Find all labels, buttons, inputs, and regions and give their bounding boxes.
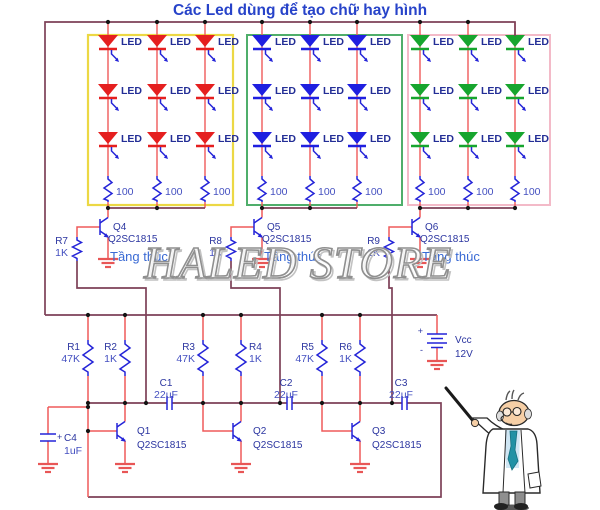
resistor-value: 1K: [367, 247, 380, 259]
led-group-green-box: [407, 34, 551, 206]
stage-label: Tầng thúc: [422, 249, 480, 264]
battery-minus: -: [420, 345, 423, 355]
transistor-part: Q2SC1815: [420, 234, 470, 245]
transistor-ref: Q2: [253, 426, 267, 437]
wire: [87, 315, 361, 497]
resistor-ref: R9: [367, 236, 380, 247]
driver-base-routes: [76, 261, 393, 403]
led-group-blue: [246, 22, 403, 208]
mascot-hair-side: [496, 410, 504, 422]
oscillator-node-rows: [88, 402, 442, 498]
battery-plus: +: [418, 326, 423, 336]
glasses-icon: [512, 406, 522, 417]
resistor-ref: R8: [209, 236, 222, 247]
mascot-face-lines: [500, 415, 513, 425]
watermark-text: HALED STORE: [143, 237, 452, 288]
led-group-green: [407, 22, 551, 208]
pointer-stick-icon: [444, 386, 476, 424]
resistor-ref: R1: [67, 342, 80, 353]
resistor-value: 1K: [209, 247, 222, 259]
transistor-ref: Q1: [137, 426, 151, 437]
capacitor-value: 22uF: [274, 389, 298, 401]
capacitor-value: 22uF: [389, 389, 413, 401]
power-supply: + - Vcc 12V: [418, 315, 473, 371]
capacitor-c4: + C4 1uF: [36, 406, 88, 474]
oscillator: R1 47K R2 1K R3 47K R4 1K R5 47K R6 1K Q…: [36, 315, 422, 497]
resistor-ref: R4: [249, 342, 262, 353]
capacitor-ref: C3: [395, 378, 408, 389]
resistor-ref: R7: [55, 236, 68, 247]
transistor-part: Q2SC1815: [262, 234, 312, 245]
resistor-ref: R2: [104, 342, 117, 353]
transistor-part: Q2SC1815: [372, 440, 422, 451]
capacitor-ref: C2: [280, 378, 293, 389]
junction-dots: [85, 19, 518, 434]
led-group-red: [86, 22, 239, 208]
stage-label: Tầng thúc: [264, 249, 322, 264]
mascot-coat-lines: [502, 429, 526, 494]
vcc-label: Vcc: [455, 335, 472, 346]
capacitor-value: 1uF: [64, 445, 82, 457]
resistor-value: 47K: [295, 353, 314, 365]
driver-stage-3: Q6 Q2SC1815 R9 1K Tầng thúc: [367, 208, 480, 269]
battery-icon: [427, 333, 447, 349]
wire: [47, 406, 88, 463]
driver-stage-1: Q4 Q2SC1815 R7 1K Tầng thúc: [55, 208, 168, 269]
resistor-value: 1K: [339, 353, 352, 365]
capacitor-ref: C4: [64, 433, 77, 444]
vcc-voltage: 12V: [455, 349, 473, 360]
transistor-ref: Q5: [267, 222, 281, 233]
capacitor-value: 22uF: [154, 389, 178, 401]
capacitor-icon: [40, 433, 56, 442]
resistor-ref: R6: [339, 342, 352, 353]
mascot-hand: [470, 418, 480, 428]
transistor-part: Q2SC1815: [137, 440, 187, 451]
transistor-part: Q2SC1815: [108, 234, 158, 245]
resistor-value: 1K: [104, 353, 117, 365]
mascot-shoe: [514, 503, 528, 510]
watermark: HALED STORE HALED STORE: [142, 236, 454, 291]
transistor-ref: Q4: [113, 222, 127, 233]
resistor-value: 47K: [176, 353, 195, 365]
polarity-plus: +: [57, 432, 62, 442]
transistor-ref: Q3: [372, 426, 386, 437]
mascot-hair-side: [524, 408, 532, 420]
resistor-value: 47K: [61, 353, 80, 365]
resistor-ref: R3: [182, 342, 195, 353]
transistor-part: Q2SC1815: [253, 440, 303, 451]
transistor-ref: Q6: [425, 222, 439, 233]
resistor-value: 1K: [55, 247, 68, 259]
driver-stage-2: Q5 Q2SC1815 R8 1K Tầng thúc: [209, 208, 322, 269]
resistor-value: 1K: [249, 353, 262, 365]
wire: [88, 403, 361, 463]
glasses-icon: [502, 407, 512, 417]
mascot-shoe: [494, 503, 508, 510]
capacitor-ref: C1: [160, 378, 173, 389]
top-supply-bus: [44, 21, 516, 315]
resistor-ref: R5: [301, 342, 314, 353]
led-group-blue-box: [246, 34, 403, 206]
watermark-shadow: HALED STORE: [145, 239, 454, 290]
mascot-hair-tufts: [505, 389, 525, 401]
mascot-tie: [507, 430, 519, 471]
mascot-pocket-paper: [527, 471, 542, 489]
mascot-scientist: [444, 386, 542, 510]
stage-label: Tầng thúc: [110, 249, 168, 264]
led-group-red-box: [86, 33, 235, 207]
page-title: Các Led dùng để tạo chữ hay hình: [173, 2, 427, 19]
